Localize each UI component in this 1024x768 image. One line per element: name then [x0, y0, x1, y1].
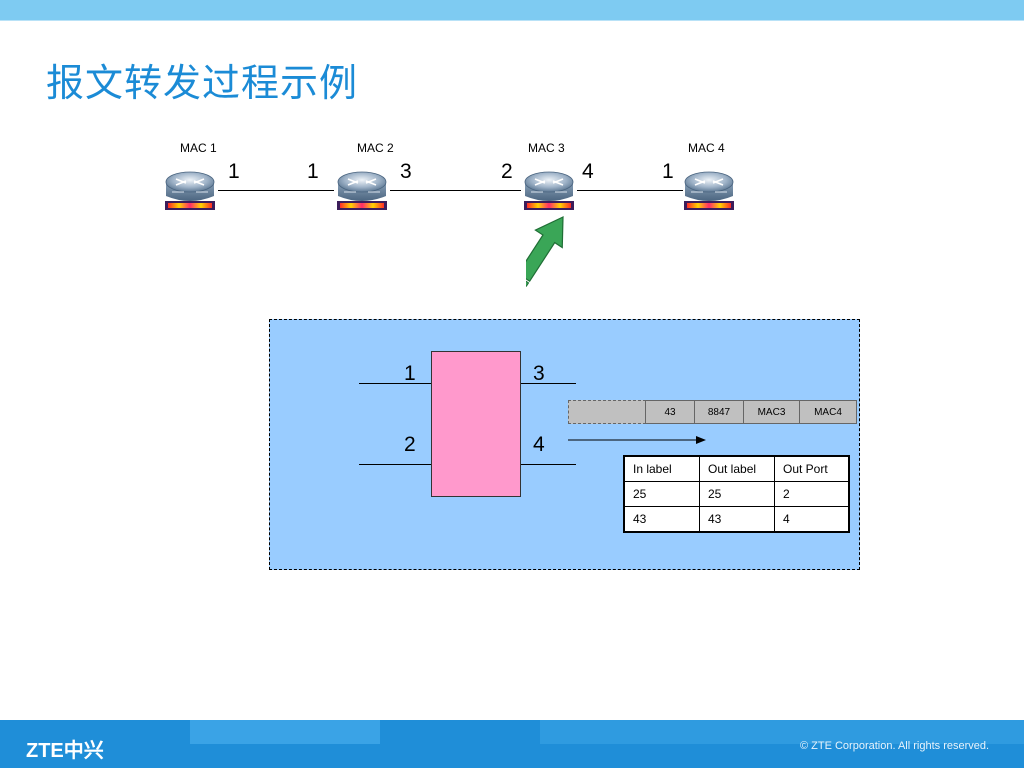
port-mac2-1: 1 — [307, 160, 319, 183]
router-mac3-icon — [523, 171, 575, 211]
table-row: 43 43 4 — [623, 506, 850, 533]
switch-port-1: 1 — [404, 362, 416, 385]
packet-frame: 43 8847 MAC3 MAC4 — [568, 400, 857, 424]
forward-arrow-icon — [568, 436, 706, 444]
zte-logo: ZTE中兴 — [26, 740, 104, 762]
frame-ethertype: 8847 — [694, 400, 744, 424]
router-mac1-icon — [164, 171, 216, 211]
table-cell: 25 — [623, 481, 700, 507]
router-label-mac4: MAC 4 — [688, 141, 725, 155]
wire-port-4 — [519, 464, 576, 465]
top-banner — [0, 0, 1024, 21]
wire-port-3 — [519, 383, 576, 384]
switch-block — [431, 351, 521, 497]
router-label-mac2: MAC 2 — [357, 141, 394, 155]
router-label-mac1: MAC 1 — [180, 141, 217, 155]
port-mac4-1: 1 — [662, 160, 674, 183]
table-header-row: In label Out label Out Port — [623, 455, 850, 482]
table-cell: 4 — [774, 506, 850, 533]
switch-port-2: 2 — [404, 433, 416, 456]
port-mac2-3: 3 — [400, 160, 412, 183]
table-cell: 2 — [774, 481, 850, 507]
label-forwarding-table: In label Out label Out Port 25 25 2 43 4… — [623, 455, 850, 533]
link-mac3-mac4 — [577, 190, 683, 191]
frame-src-mac: MAC3 — [743, 400, 800, 424]
copyright-text: © ZTE Corporation. All rights reserved. — [800, 740, 990, 752]
frame-dst-mac: MAC4 — [799, 400, 857, 424]
port-mac1-1: 1 — [228, 160, 240, 183]
table-cell: 43 — [623, 506, 700, 533]
switch-port-4: 4 — [533, 433, 545, 456]
footer-bar — [0, 720, 1024, 768]
table-row: 25 25 2 — [623, 481, 850, 507]
port-mac3-4: 4 — [582, 160, 594, 183]
link-mac2-mac3 — [390, 190, 521, 191]
frame-label: 43 — [645, 400, 695, 424]
router-mac4-icon — [683, 171, 735, 211]
table-cell: 43 — [699, 506, 775, 533]
table-header: Out label — [699, 455, 775, 482]
slide-title: 报文转发过程示例 — [46, 61, 359, 105]
frame-payload — [568, 400, 646, 424]
port-mac3-2: 2 — [501, 160, 513, 183]
table-header: In label — [623, 455, 700, 482]
table-header: Out Port — [774, 455, 850, 482]
link-mac1-mac2 — [218, 190, 334, 191]
router-label-mac3: MAC 3 — [528, 141, 565, 155]
wire-port-2 — [359, 464, 431, 465]
wire-port-1 — [359, 383, 431, 384]
switch-port-3: 3 — [533, 362, 545, 385]
table-cell: 25 — [699, 481, 775, 507]
router-mac2-icon — [336, 171, 388, 211]
zoom-arrow-icon — [526, 216, 564, 287]
